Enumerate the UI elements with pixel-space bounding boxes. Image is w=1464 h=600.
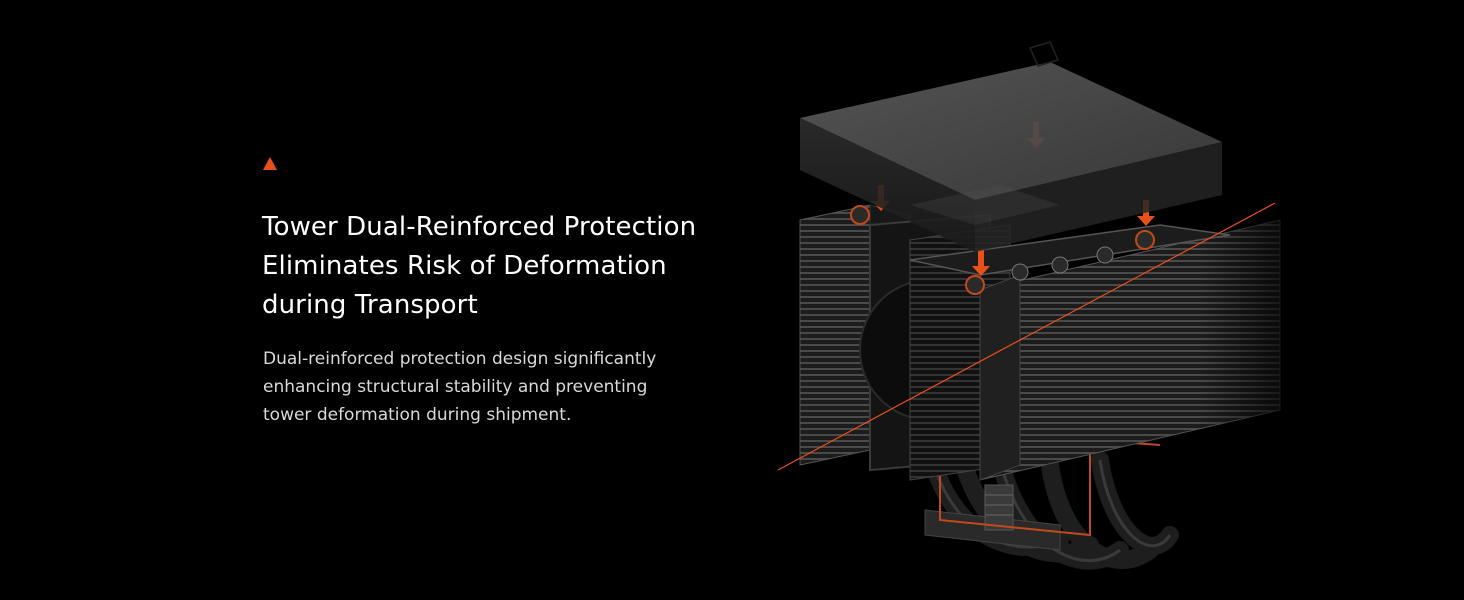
description-line-1: Dual-reinforced protection design signif… (263, 349, 657, 369)
top-cover (800, 41, 1222, 252)
logo-badge (1028, 41, 1060, 67)
feature-description: Dual-reinforced protection design signif… (263, 345, 723, 429)
right-fin-stack (979, 200, 1320, 481)
headline-line-1: Tower Dual-Reinforced Protection (262, 212, 697, 242)
triangle-up-icon (263, 157, 277, 170)
cpu-cooler-drawing (777, 41, 1320, 570)
tower-top (850, 205, 1231, 295)
feature-headline: Tower Dual-Reinforced Protection Elimina… (262, 208, 742, 325)
base-plate (924, 484, 1061, 551)
headline-line-3: during Transport (262, 290, 478, 320)
headline-line-2: Eliminates Risk of Deformation (262, 251, 667, 281)
cpu-cooler-illustration (760, 20, 1320, 600)
description-line-2: enhancing structural stability and preve… (263, 377, 648, 397)
description-line-3: tower deformation during shipment. (263, 405, 572, 425)
section-line (777, 202, 1276, 471)
